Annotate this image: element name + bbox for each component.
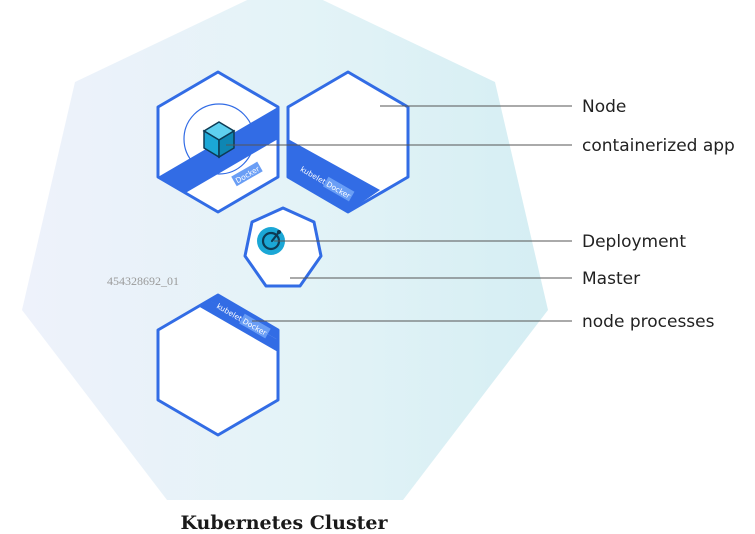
app-ring <box>183 103 255 175</box>
containerized-app-cube-icon <box>202 121 236 159</box>
node-3: kubelet Docker <box>156 293 280 437</box>
docker-tag-bg <box>239 313 271 339</box>
node-2-process-band <box>288 139 380 212</box>
watermark-id: 454328692_01 <box>107 274 179 288</box>
leader-lines <box>226 105 572 322</box>
label-master: Master <box>582 269 640 289</box>
diagram-title: Kubernetes Cluster <box>180 512 388 534</box>
label-deployment: Deployment <box>582 232 686 252</box>
label-node-processes: node processes <box>582 312 715 332</box>
label-containerized-app: containerized app <box>582 136 735 156</box>
node-3-process-band <box>200 295 278 350</box>
master <box>243 206 323 288</box>
docker-tag-bg <box>322 176 355 202</box>
node-1: kubelet Docker <box>156 70 280 214</box>
node-2: kubelet Docker <box>286 70 410 214</box>
label-node: Node <box>582 97 626 117</box>
docker-tag-bg <box>231 161 263 187</box>
node-1-process-band <box>158 107 278 209</box>
